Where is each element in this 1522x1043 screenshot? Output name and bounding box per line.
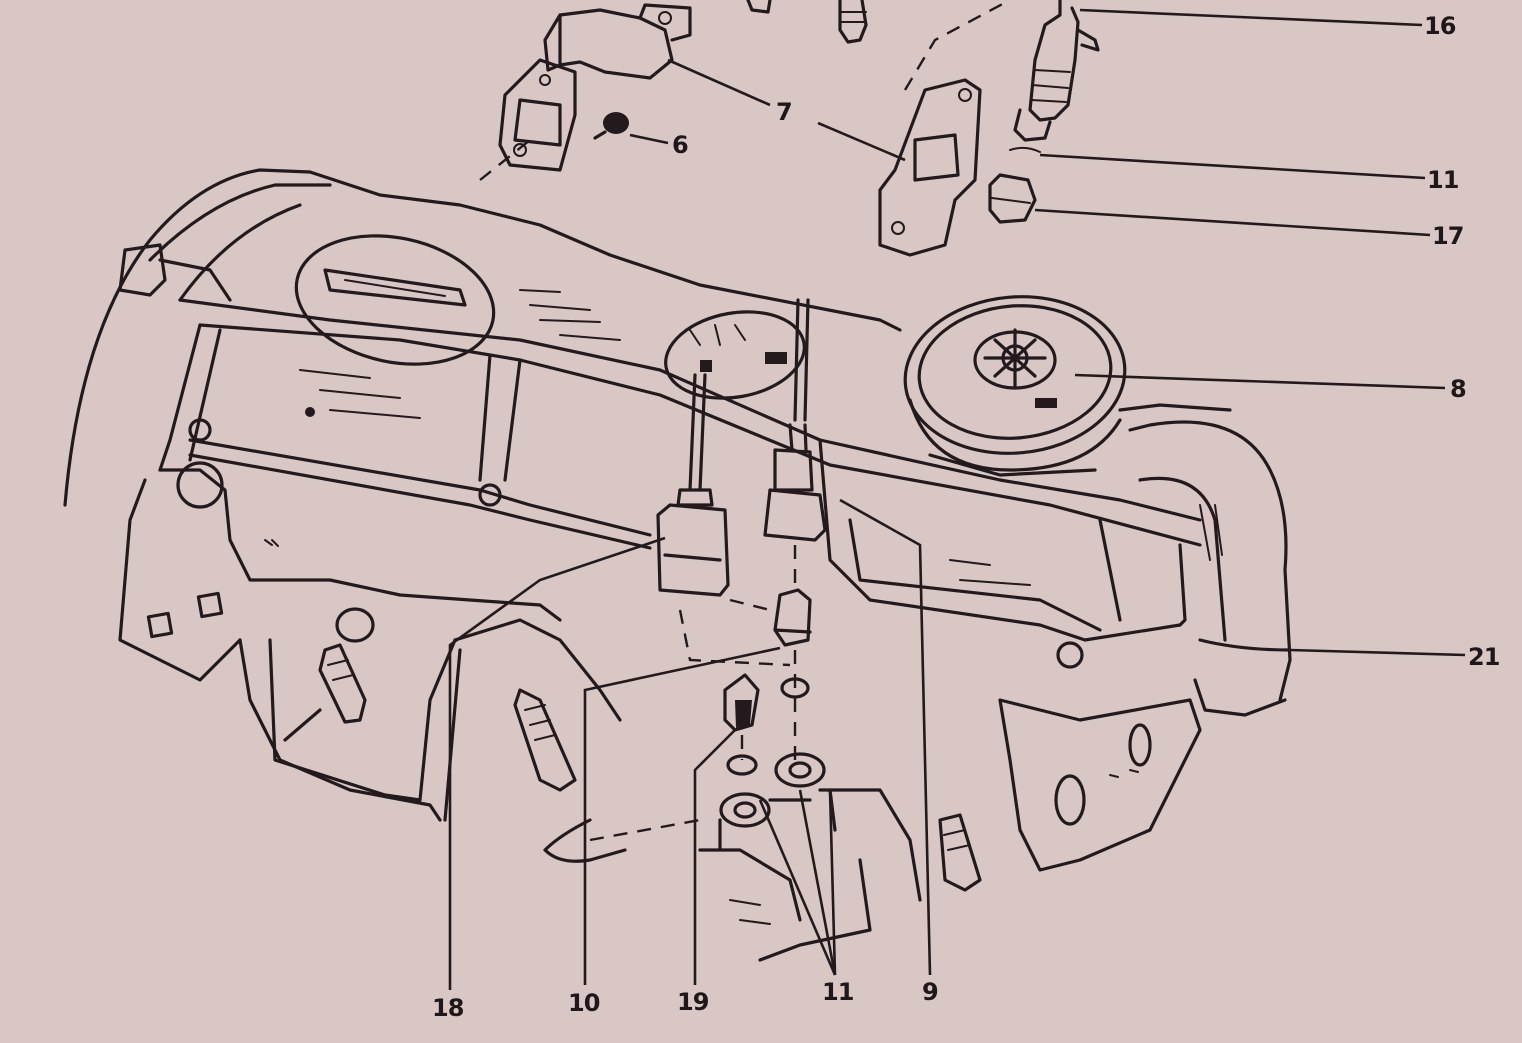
air-cleaner-8: [903, 295, 1127, 477]
callout-7: 7: [776, 98, 793, 126]
sealing-cap-17: [988, 173, 1037, 224]
callout-10: 10: [568, 989, 600, 1017]
bolt-6: [593, 112, 629, 140]
engine-block: [63, 168, 1202, 962]
callout-21: 21: [1468, 643, 1500, 671]
callout-17: 17: [1432, 222, 1464, 250]
temperature-sender-18: [656, 373, 730, 597]
sender-10: [773, 588, 812, 647]
oil-pressure-switch-9: [763, 298, 827, 542]
oil-filler-emblem: [664, 310, 806, 400]
callout-18: 18: [432, 994, 464, 1022]
right-mounting-bracket: [878, 78, 982, 257]
top-dash-line: [903, 0, 1011, 91]
callout-11-bottom: 11: [822, 978, 854, 1006]
alignment-dashes: [589, 545, 797, 842]
leader-lines: [448, 8, 1466, 990]
spring-clip: [543, 818, 627, 863]
callout-6: 6: [672, 131, 689, 159]
callout-8: 8: [1450, 375, 1467, 403]
left-mounting-bracket: [498, 3, 692, 172]
callout-16: 16: [1424, 12, 1456, 40]
callout-19: 19: [677, 988, 709, 1016]
sender-washer-11: [1009, 146, 1041, 153]
bracket-dash-line: [479, 139, 531, 181]
coolant-hose-21: [1118, 403, 1292, 717]
plug-19: [723, 673, 760, 732]
sender-unit-16: [1013, 0, 1100, 142]
small-plugs-top: [746, 0, 868, 44]
callout-9: 9: [922, 978, 939, 1006]
callout-11-top: 11: [1427, 166, 1459, 194]
